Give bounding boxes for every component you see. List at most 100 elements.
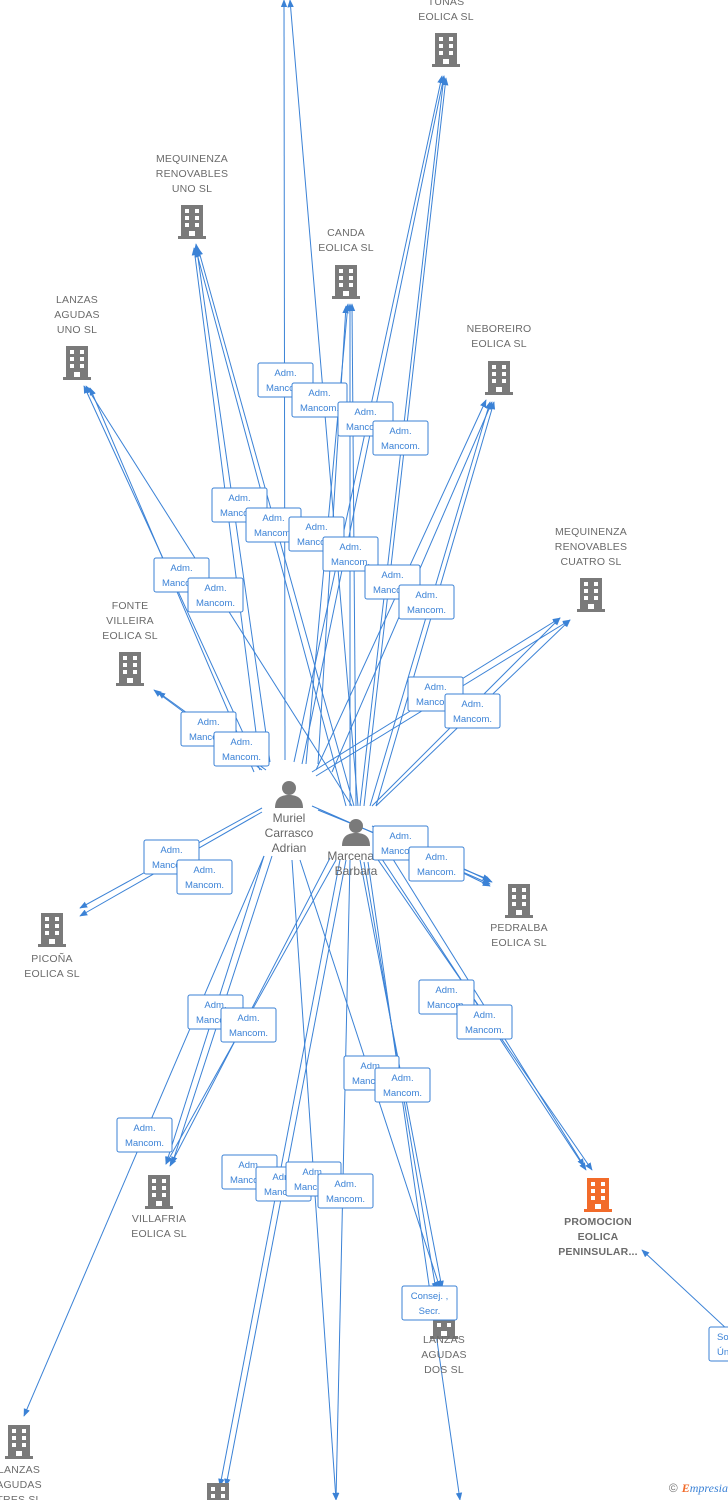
company-label-line: LANZAS [56, 294, 98, 306]
company-node[interactable] [204, 1483, 232, 1500]
company-label-line: EOLICA [578, 1231, 619, 1243]
role-label-text: Mancom. [162, 578, 201, 589]
company-label-line: CANDA [327, 227, 365, 239]
role-label-text: Adm. [389, 831, 411, 842]
company-label-line: TRES SL [0, 1494, 42, 1500]
role-label-box [116, 1117, 173, 1153]
company-label-line: CUATRO SL [560, 556, 621, 568]
role-label-text: Adm. [262, 513, 284, 524]
role-label-text: Adm. [204, 1000, 226, 1011]
role-label-text: Mancom. [125, 1138, 164, 1149]
role-label[interactable]: Adm.Mancom. [398, 584, 455, 620]
role-label-text: Adm. [204, 583, 226, 594]
company-label-line: AGUDAS [54, 309, 100, 321]
building-icon [204, 1483, 232, 1500]
role-label-box [401, 1285, 458, 1321]
building-icon [577, 578, 605, 612]
person-label-line: Carrasco [265, 826, 314, 840]
role-label-text: Adm. [228, 493, 250, 504]
person-label-line: Barbara [335, 864, 378, 878]
role-label-text: Mancom. [300, 403, 339, 414]
role-label[interactable]: Consej. ,Secr. [401, 1285, 458, 1321]
role-label-text: So [717, 1332, 728, 1343]
company-node[interactable]: LANZAS AGUDAS TRES SL [0, 1425, 42, 1500]
role-label[interactable]: Adm.Mancom. [245, 507, 302, 543]
role-label-text: Mancom. [297, 537, 336, 548]
company-label-line: PENINSULAR... [558, 1246, 638, 1258]
role-label-text: Adm. [274, 368, 296, 379]
role-label-text: Mancom. [331, 557, 370, 568]
role-label-box [374, 1067, 431, 1103]
company-label-line: AGUDAS [0, 1479, 42, 1491]
role-label-text: Mancom. [383, 1088, 422, 1099]
role-label-text: Adm. [170, 563, 192, 574]
role-label-text: Adm. [308, 388, 330, 399]
person-label-line: Adrian [272, 841, 307, 855]
company-label-line: RENOVABLES [156, 168, 228, 180]
role-label-text: Mancom. [326, 1194, 365, 1205]
building-icon [5, 1425, 33, 1459]
role-label-text: Adm. [302, 1167, 324, 1178]
company-label-line: MEQUINENZA [156, 153, 228, 165]
role-label-text: Mancom. [229, 1028, 268, 1039]
role-label-text: Adm. [424, 682, 446, 693]
company-label-line: EOLICA SL [491, 937, 547, 949]
company-label-line: LANZAS [0, 1464, 40, 1476]
role-label-box [372, 420, 429, 456]
company-node[interactable]: PROMOCIONEOLICAPENINSULAR... [558, 1178, 638, 1258]
role-label-text: Mancom. [294, 1182, 333, 1193]
role-label-text: Adm. [360, 1061, 382, 1072]
role-label-text: Mancom. [417, 867, 456, 878]
role-label-text: Adm. [354, 407, 376, 418]
company-node[interactable]: LANZAS AGUDAS UNO SL [54, 294, 100, 380]
building-icon [178, 205, 206, 239]
brand-logo: Empresia [681, 1481, 728, 1495]
person-label-line: Marcenaro [327, 849, 385, 863]
role-label[interactable]: Adm.Mancom. [374, 1067, 431, 1103]
role-label-text: Adm. [237, 1013, 259, 1024]
copyright-symbol: © [668, 1481, 678, 1495]
role-label[interactable]: Adm.Mancom. [213, 731, 270, 767]
role-label-text: Adm. [197, 717, 219, 728]
role-label-text: Mancom. [381, 846, 420, 857]
company-label-line: EOLICA SL [418, 11, 474, 23]
role-label-text: Mancom. [465, 1025, 504, 1036]
building-icon [145, 1175, 173, 1209]
role-label-box [213, 731, 270, 767]
role-label[interactable]: Adm. Mancom. [220, 1007, 277, 1043]
role-label-box [708, 1326, 728, 1362]
role-label-text: Mancom. [373, 585, 412, 596]
role-label[interactable]: Adm. Mancom. [291, 382, 348, 418]
role-label[interactable]: Adm.Mancom. [322, 536, 379, 572]
role-label-text: Mancom. [352, 1076, 391, 1087]
role-label[interactable]: Adm.Mancom. [187, 577, 244, 613]
role-label[interactable]: Adm.Mancom. [456, 1004, 513, 1040]
role-label-text: Mancom. [152, 860, 191, 871]
building-icon [432, 33, 460, 67]
role-label[interactable]: Adm.Mancom. [317, 1173, 374, 1209]
role-label[interactable]: Adm.Mancom. [408, 846, 465, 882]
role-label-box [187, 577, 244, 613]
role-label[interactable]: Adm.Mancom. [116, 1117, 173, 1153]
role-label[interactable]: Adm.Mancom. [372, 420, 429, 456]
role-label[interactable]: Adm.Mancom. [257, 362, 314, 398]
role-label-box [176, 859, 233, 895]
role-label[interactable]: Adm.Mancom. [444, 693, 501, 729]
company-label-line: UNO SL [57, 324, 97, 336]
company-label-line: AGUDAS [421, 1349, 467, 1361]
role-label[interactable]: Adm.Mancom. [176, 859, 233, 895]
role-label-box [317, 1173, 374, 1209]
